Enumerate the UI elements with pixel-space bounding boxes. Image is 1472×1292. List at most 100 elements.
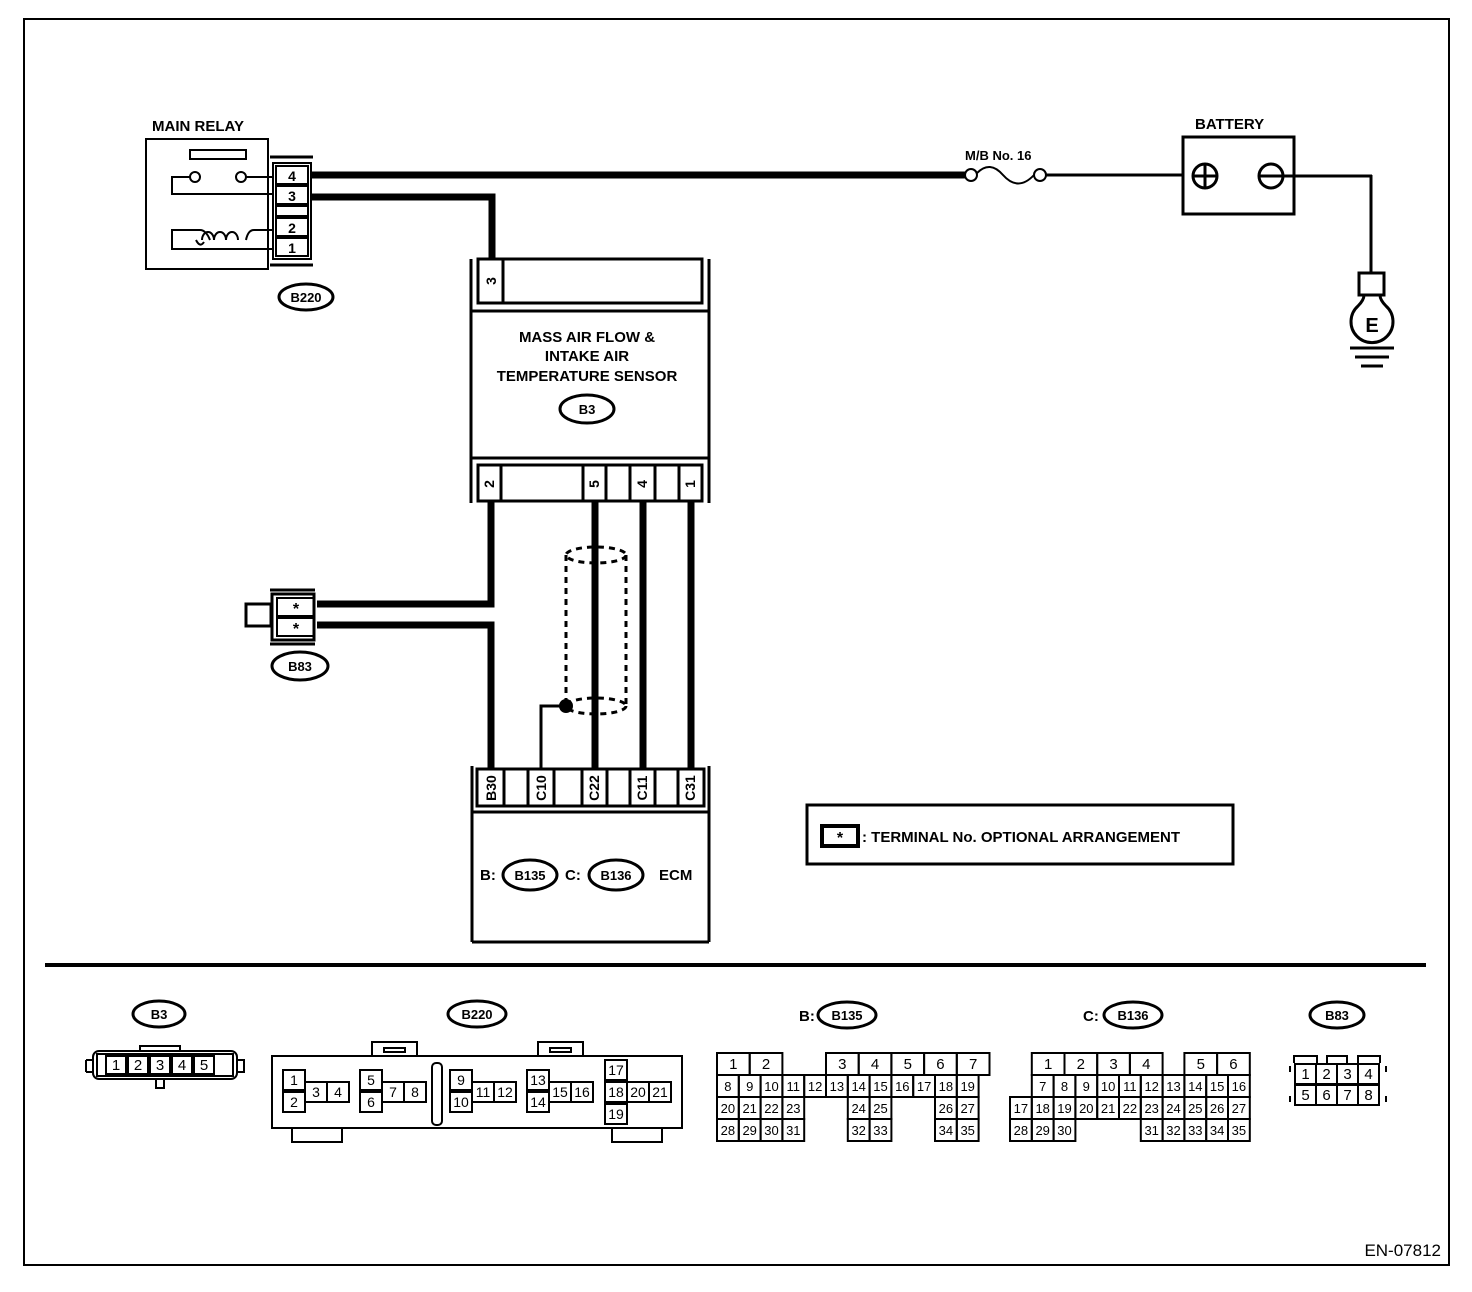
diagram-frame — [23, 18, 1450, 1266]
pin-number: 15 — [552, 1084, 568, 1100]
connector-id-badge — [270, 650, 330, 682]
pin-cell — [326, 1081, 350, 1103]
pin-number: 31 — [786, 1123, 800, 1138]
pin-cell — [955, 1118, 980, 1142]
maf-sensor: 3 MASS AIR FLOW & INTAKE AIR TEMPERATURE… — [469, 257, 711, 503]
pin-cell — [648, 1081, 672, 1103]
b220-latch — [537, 1041, 584, 1056]
pin-cell — [604, 1059, 628, 1081]
b220-feet — [291, 1128, 663, 1143]
fuse-terminal-icon — [1033, 168, 1047, 182]
pin-cell — [570, 1081, 594, 1103]
shield-bottom — [564, 696, 628, 716]
pin-number: 16 — [1232, 1079, 1246, 1094]
pin-number: 4 — [178, 1057, 186, 1074]
pin-number: 28 — [721, 1123, 735, 1138]
fuse-element-icon — [976, 166, 1035, 185]
pin-number: 23 — [786, 1101, 800, 1116]
pin-number: 5 — [904, 1056, 912, 1073]
pin-number: 35 — [1232, 1123, 1246, 1138]
pin-cell — [403, 1081, 427, 1103]
pin-number: 23 — [1144, 1101, 1158, 1116]
pin-cell — [193, 1055, 215, 1075]
pin-number: 2 — [1077, 1056, 1085, 1073]
pin-number: 17 — [917, 1079, 931, 1094]
pin-number: 19 — [608, 1106, 624, 1122]
ecm-pin-label: C31 — [682, 775, 698, 801]
connector-id-label: B220 — [461, 1007, 492, 1022]
pin-number: 3 — [838, 1056, 846, 1073]
pin-number: 29 — [1035, 1123, 1049, 1138]
b83-housing — [244, 602, 273, 628]
pin-number: 24 — [1166, 1101, 1180, 1116]
connector-id-badge — [1102, 1000, 1164, 1030]
pin-number: 21 — [742, 1101, 756, 1116]
pin-number: 12 — [1144, 1079, 1158, 1094]
maf-pin-label: 3 — [483, 277, 499, 285]
pin-number: 19 — [1057, 1101, 1071, 1116]
fuse: M/B No. 16 — [964, 148, 1184, 185]
pin-number: 26 — [939, 1101, 953, 1116]
ecm-connector-c-prefix: C: — [565, 867, 581, 884]
wire-maf2-b83 — [317, 501, 495, 608]
legend-box — [805, 803, 1235, 866]
battery: BATTERY — [1181, 116, 1373, 273]
connector-id-badge — [277, 282, 335, 312]
pin-number: 24 — [851, 1101, 865, 1116]
wire-relay3-maf3 — [311, 193, 496, 260]
ecm-pin-label: C22 — [586, 775, 602, 801]
pin-number: 4 — [1364, 1066, 1372, 1083]
b83-pin-label: * — [293, 601, 300, 618]
connector-id-label: B135 — [831, 1008, 862, 1023]
b83-pin-cell — [276, 617, 315, 637]
connector-id-badge — [816, 1000, 878, 1030]
pin-number: 25 — [873, 1101, 887, 1116]
legend-symbol-box — [820, 824, 860, 848]
connector-id-label: B83 — [1325, 1008, 1349, 1023]
pin-number: 2 — [290, 1094, 298, 1110]
pin-number: 9 — [457, 1072, 465, 1088]
pin-number: 17 — [608, 1062, 624, 1078]
pin-number: 7 — [1039, 1079, 1046, 1094]
pin-number: 1 — [290, 1072, 298, 1088]
pin-number: 14 — [1188, 1079, 1202, 1094]
pin-number: 2 — [134, 1057, 142, 1074]
pin-number: 7 — [1343, 1087, 1351, 1104]
ecm-pin-label: C11 — [634, 775, 650, 800]
pin-number: 34 — [939, 1123, 953, 1138]
pin-number: 15 — [873, 1079, 887, 1094]
ground-bulb-icon — [1349, 294, 1395, 345]
pin-number: 5 — [1197, 1056, 1205, 1073]
pin-number: 2 — [1322, 1066, 1330, 1083]
pin-cell — [781, 1118, 806, 1142]
pin-number: 26 — [1210, 1101, 1224, 1116]
b220-divider — [431, 1062, 443, 1126]
pin-number: 5 — [367, 1072, 375, 1088]
pin-number: 29 — [742, 1123, 756, 1138]
pin-number: 33 — [873, 1123, 887, 1138]
pin-number: 27 — [1232, 1101, 1246, 1116]
pin-cell — [282, 1069, 306, 1091]
pin-cell — [1357, 1084, 1380, 1106]
pin-number: 19 — [960, 1079, 974, 1094]
pin-number: 16 — [574, 1084, 590, 1100]
pin-number: 5 — [1301, 1087, 1309, 1104]
b220-housing — [271, 1055, 683, 1129]
pin-number: 7 — [389, 1084, 397, 1100]
pin-number: 20 — [1079, 1101, 1093, 1116]
relay-pin-blank — [275, 205, 309, 217]
pin-number: 32 — [851, 1123, 865, 1138]
relay-pin-label: 2 — [288, 220, 296, 236]
relay-contact-icon — [235, 171, 247, 183]
b3-latch — [139, 1045, 181, 1052]
pin-number: 12 — [808, 1079, 822, 1094]
ecm-connector-b-prefix: B: — [480, 867, 496, 884]
connector-id-badge — [501, 858, 559, 892]
connector-id-badge — [446, 999, 508, 1029]
pin-number: 22 — [1123, 1101, 1137, 1116]
relay-contact-bar — [189, 149, 247, 160]
